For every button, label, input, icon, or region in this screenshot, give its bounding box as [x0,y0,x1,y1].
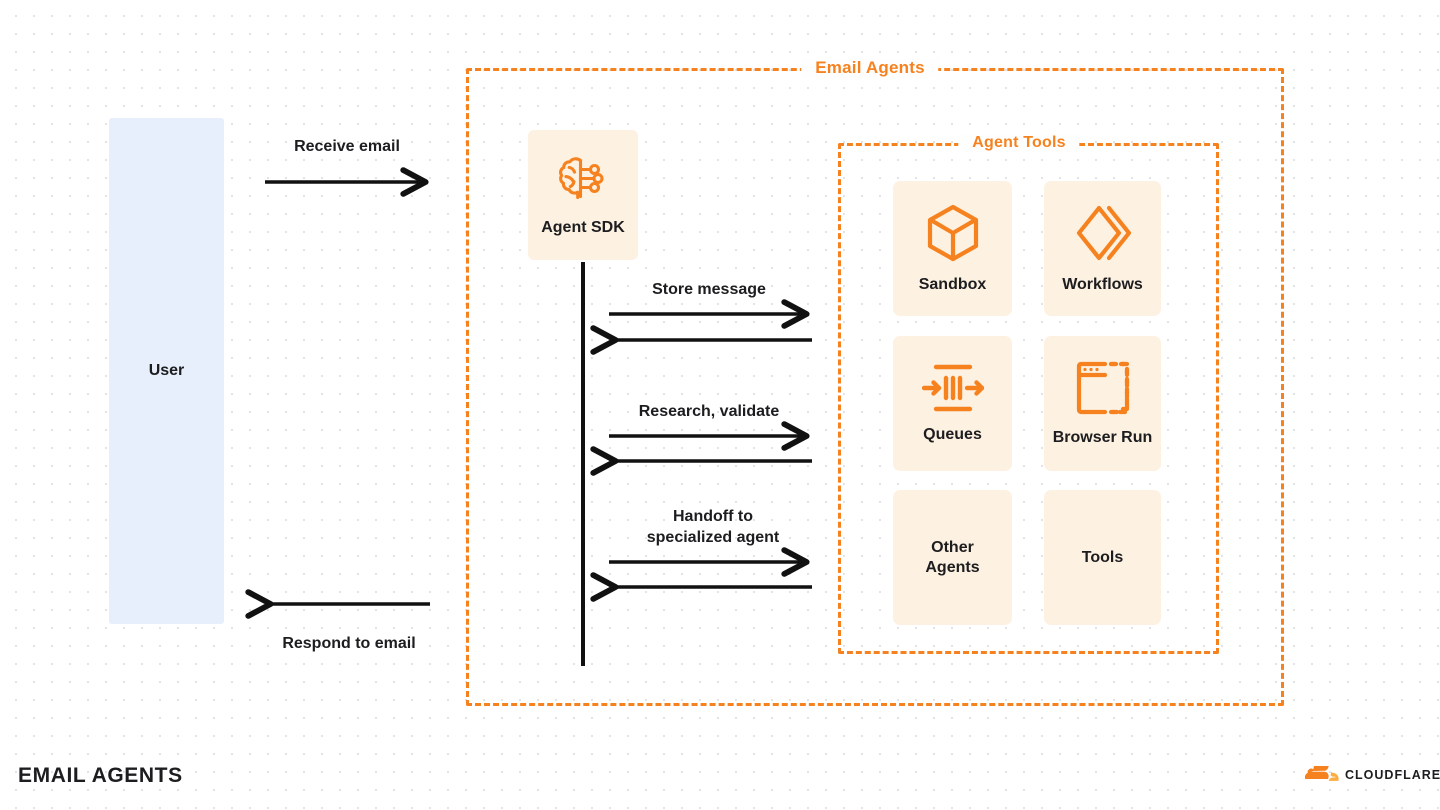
user-actor-box: User [109,118,224,624]
agent-tools-group-title: Agent Tools [958,134,1080,152]
tool-label-other-agents: Other Agents [925,538,980,576]
email-agents-group-title: Email Agents [801,58,939,78]
tool-card-queues: Queues [893,336,1012,471]
agent-sdk-label: Agent SDK [541,219,625,236]
tool-card-workflows: Workflows [1044,181,1161,316]
tool-label-sandbox: Sandbox [918,275,987,293]
workflows-diamond-icon [1075,203,1131,263]
cloudflare-logo: CLOUDFLARE [1305,766,1440,783]
agent-sdk-card: Agent SDK [528,130,638,260]
cloudflare-wordmark: CLOUDFLARE [1345,767,1440,782]
cloudflare-cloud-icon [1305,766,1339,783]
flow-label-receive-email: Receive email [294,138,400,155]
cube-icon [925,203,981,263]
user-label: User [148,362,185,379]
flow-label-store-message: Store message [652,281,766,298]
tool-label-browser-run: Browser Run [1052,428,1153,446]
tool-card-other-agents: Other Agents [893,490,1012,625]
tool-label-queues: Queues [923,425,982,443]
flow-label-handoff: Handoff to specialized agent [646,508,780,546]
brain-circuit-icon [556,153,610,205]
tool-label-workflows: Workflows [1062,275,1143,293]
page-title: EMAIL AGENTS [18,764,183,787]
queues-icon [921,363,984,413]
flow-label-research-validate: Research, validate [638,403,780,420]
tool-card-browser-run: Browser Run [1044,336,1161,471]
tool-card-sandbox: Sandbox [893,181,1012,316]
tool-label-tools: Tools [1081,548,1124,566]
browser-window-icon [1075,360,1131,416]
flow-label-respond-to-email: Respond to email [282,635,416,652]
tool-card-tools: Tools [1044,490,1161,625]
agent-sdk-lifeline [581,262,585,666]
